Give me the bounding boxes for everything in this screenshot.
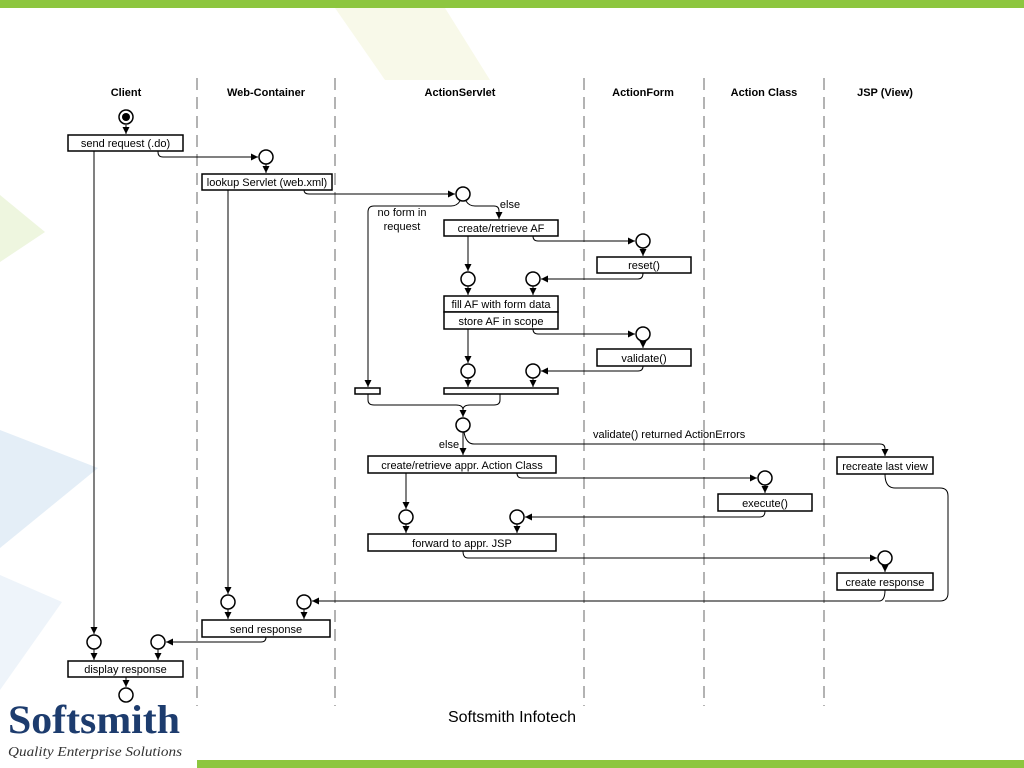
flow-join-bar-merge [459,394,501,417]
create-response-label: create response [846,577,925,589]
logo-tagline: Quality Enterprise Solutions [8,745,183,760]
activity-execute: execute() [717,493,813,512]
guard-no-form-line2: request [384,221,421,233]
send-request-label: send request (.do) [81,138,170,150]
company-logo: Softsmith Quality Enterprise Solutions [8,697,183,760]
execute-label: execute() [742,498,788,510]
guard-no-form-line1: no form in [378,207,427,219]
bottom-accent-bar [197,760,1024,768]
forward-sync-node-left [398,509,414,525]
footer-company: Softsmith Infotech [448,709,576,726]
action-servlet-decision-node [455,186,471,202]
activity-validate: validate() [596,348,692,367]
start-node [118,109,134,125]
swimlane-headers: Client Web-Container ActionServlet Actio… [111,87,914,99]
lookup-servlet-label: lookup Servlet (web.xml) [207,177,327,189]
flow-recreate-view-return [884,473,949,602]
flow-forward-to-jsp-node [462,550,877,562]
flow-create-action-to-execute-node [516,472,757,482]
validate-entry-node [635,326,651,342]
activity-fill-af: fill AF with form data [443,295,559,313]
fill-af-sync-node-right [525,271,541,287]
fill-af-sync-node-left [460,271,476,287]
flow-send-response-to-client [166,636,267,646]
fill-af-label: fill AF with form data [451,299,551,311]
lane-header-action-servlet: ActionServlet [425,87,496,99]
flow-create-af-to-reset-node [532,235,635,245]
flow-validate-return [541,365,644,375]
activity-forward-jsp: forward to appr. JSP [367,533,557,552]
end-node [118,687,134,703]
activity-store-af: store AF in scope [443,311,559,330]
activity-reset: reset() [596,256,692,274]
guard-validation-failed: validate() returned ActionErrors [593,429,746,441]
flow-errors-to-recreate-view [463,431,889,456]
lane-header-action-class: Action Class [731,87,798,99]
reset-entry-node [635,233,651,249]
activity-create-response: create response [836,572,934,591]
flow-reset-return [541,272,644,283]
validate-label: validate() [621,353,666,365]
flow-else-to-create-af [465,200,503,219]
background-decoration [0,8,490,690]
flow-create-response-to-web-container [312,589,886,605]
send-response-sync-node-left [220,594,236,610]
logo-name: Softsmith [8,697,180,742]
web-container-entry-node [258,149,274,165]
flow-no-form-branch [364,200,461,387]
activity-send-response: send response [201,619,331,638]
forward-sync-node-right [509,509,525,525]
flow-lookup-to-action-servlet [303,189,455,198]
jsp-entry-node [877,550,893,566]
validation-decision-node [455,417,471,433]
create-retrieve-af-label: create/retrieve AF [458,223,545,235]
display-response-label: display response [84,664,167,676]
execute-entry-node [757,470,773,486]
flow-execute-return [525,510,766,521]
lane-header-action-form: ActionForm [612,87,674,99]
recreate-last-view-label: recreate last view [842,461,928,473]
guard-else-valid: else [439,439,459,451]
lane-header-jsp-view: JSP (View) [857,87,913,99]
activity-recreate-last-view: recreate last view [836,456,934,475]
display-sync-node-right [150,634,166,650]
flow-connectors [90,125,949,687]
activity-create-retrieve-action: create/retrieve appr. Action Class [367,455,557,474]
reset-label: reset() [628,260,660,272]
flow-no-form-bar-merge [367,394,464,411]
activity-create-retrieve-af: create/retrieve AF [443,219,559,237]
send-response-label: send response [230,624,302,636]
forward-jsp-label: forward to appr. JSP [412,538,512,550]
join-sync-node-right [525,363,541,379]
send-response-sync-node-right [296,594,312,610]
guard-else-form: else [500,199,520,211]
activity-display-response: display response [67,660,184,678]
lane-header-client: Client [111,87,142,99]
lane-header-web-container: Web-Container [227,87,306,99]
store-af-label: store AF in scope [459,316,544,328]
create-retrieve-action-label: create/retrieve appr. Action Class [381,460,543,472]
no-form-join-bar [354,387,381,395]
sync-nodes [86,149,893,650]
form-join-bar [443,387,559,395]
join-sync-node-left [460,363,476,379]
top-accent-bar [0,0,1024,8]
flow-send-request-to-web-container [157,151,258,161]
activity-lookup-servlet: lookup Servlet (web.xml) [201,173,333,191]
activity-send-request: send request (.do) [67,134,184,152]
flow-store-af-to-validate-node [532,328,635,338]
display-sync-node-left [86,634,102,650]
